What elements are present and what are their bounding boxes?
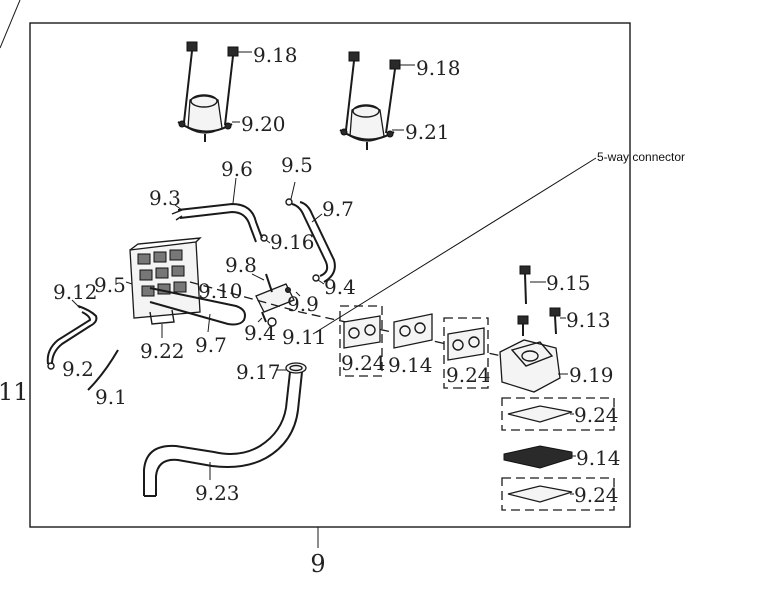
gasket-9-24-c <box>507 405 573 423</box>
label-9-11: 9.11 <box>282 325 327 349</box>
five-way-connector-callout: 5-way connector <box>597 150 685 164</box>
diagram-frame <box>29 22 631 528</box>
label-9-19: 9.19 <box>569 363 614 387</box>
label-9-13: 9.13 <box>566 308 611 332</box>
label-9-5-top: 9.5 <box>281 153 313 177</box>
assembly-centerline <box>189 281 521 361</box>
label-9-5-left: 9.5 <box>94 273 126 297</box>
side-reference: 11 <box>0 378 29 406</box>
bolt-head-icon <box>227 46 239 57</box>
label-9-24-c: 9.24 <box>574 403 619 427</box>
bolt-head-icon <box>519 265 531 275</box>
label-9-14-a: 9.14 <box>388 353 433 377</box>
plate-9-14-a <box>393 313 433 349</box>
bolt-head-icon <box>517 315 529 325</box>
label-9-24-d: 9.24 <box>574 483 619 507</box>
gasket-9-24-d <box>507 485 573 503</box>
label-9-10: 9.10 <box>198 279 243 303</box>
bolt-head-icon <box>348 51 360 62</box>
label-9-3: 9.3 <box>149 186 181 210</box>
label-9-15: 9.15 <box>546 271 591 295</box>
hose-9-7-lower <box>149 287 246 326</box>
bolt-head-icon <box>549 307 561 317</box>
label-9-18-right: 9.18 <box>416 56 461 80</box>
label-9-4-right: 9.4 <box>324 275 356 299</box>
five-way-connector <box>255 273 295 327</box>
bolt-head-icon <box>389 59 401 70</box>
clamp-assembly-right <box>339 51 401 150</box>
label-9-21: 9.21 <box>405 120 450 144</box>
hose-9-2 <box>51 305 98 365</box>
label-9-22: 9.22 <box>140 339 185 363</box>
plate-9-14-b <box>503 445 573 469</box>
hose-9-6 <box>177 202 263 239</box>
upper-left-leader <box>0 0 21 49</box>
label-9-24-a: 9.24 <box>341 351 386 375</box>
gasket-9-24-a <box>343 315 381 349</box>
label-9-17: 9.17 <box>236 360 281 384</box>
label-9-23: 9.23 <box>195 481 240 505</box>
valve-block-9-22 <box>129 237 202 338</box>
label-9-2: 9.2 <box>62 357 94 381</box>
label-9-14-b: 9.14 <box>576 446 621 470</box>
clamp-9-17 <box>285 362 307 374</box>
clamp-assembly-left <box>177 41 239 142</box>
pipe-9-1 <box>87 349 119 391</box>
label-9-20: 9.20 <box>241 112 286 136</box>
label-9-18-left: 9.18 <box>253 43 298 67</box>
hose-9-7-upper <box>291 203 329 277</box>
label-9-24-b: 9.24 <box>446 363 491 387</box>
gasket-9-24-b <box>447 327 485 361</box>
label-9-6: 9.6 <box>221 157 253 181</box>
callout-leader <box>312 157 597 335</box>
label-9-1: 9.1 <box>95 385 127 409</box>
gasket-box-3 <box>501 397 615 431</box>
gasket-box-4 <box>501 477 615 511</box>
label-9-7-upper: 9.7 <box>322 197 354 221</box>
housing-9-19 <box>499 265 561 393</box>
label-9-12: 9.12 <box>53 280 98 304</box>
bolt-head-icon <box>186 41 198 52</box>
label-9-7-lower: 9.7 <box>195 333 227 357</box>
label-9-16: 9.16 <box>270 230 315 254</box>
gasket-box-1 <box>339 305 383 377</box>
label-9-8: 9.8 <box>225 253 257 277</box>
label-9-4-center: 9.4 <box>244 321 276 345</box>
group-number: 9 <box>310 550 325 578</box>
gasket-box-2 <box>443 317 489 389</box>
hose-9-23 <box>143 371 291 496</box>
